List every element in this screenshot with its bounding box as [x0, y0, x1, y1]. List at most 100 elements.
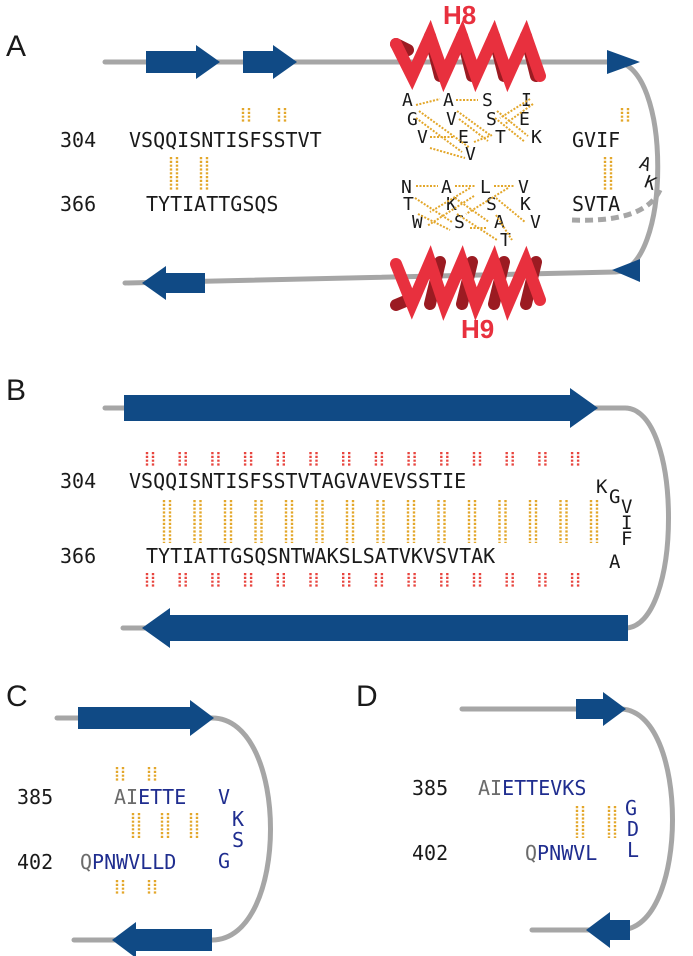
h9-residue: K — [446, 194, 457, 215]
panel-a-backbone-loop — [612, 59, 661, 275]
h9-residue: L — [480, 177, 491, 198]
panel-b-loop-residue: V — [621, 496, 632, 518]
helix-h8-hbonds — [415, 98, 534, 159]
helix-h8-residues: A A S I G V S E V E T K V — [402, 90, 542, 165]
panel-b-loop-residue: G — [609, 486, 620, 508]
panel-a-disordered-loop — [571, 188, 663, 223]
panel-a-strand-sequence-top: VSQQISNTISFSSTVT — [129, 128, 322, 152]
h8-residue: T — [495, 127, 506, 148]
panel-d-seq-bottom-gray: Q — [525, 841, 537, 865]
panel-b-loop-residue: I — [621, 512, 632, 534]
panel-b-loop-residue: K — [596, 476, 608, 498]
panel-a-residue-number-366: 366 — [60, 192, 96, 216]
panel-b-loop-residue: F — [621, 528, 632, 550]
panel-c-hydrogen-bonds — [115, 767, 199, 894]
panel-b-hydrogen-bonds-inner — [162, 500, 599, 543]
panel-c-seq-bottom-blue: PNWVLLD — [92, 850, 176, 874]
h9-residue: K — [520, 194, 531, 215]
panel-d-seq-top-gray: AI — [478, 776, 502, 800]
h8-residue: A — [402, 90, 413, 111]
panel-d: D 385 AIETTEVKS 402 QPNWVL G D L — [356, 680, 675, 948]
panel-a-tail-top-sequence: GVIF — [572, 128, 620, 152]
panel-b-hydrogen-bonds-outer-bottom — [145, 573, 580, 587]
h9-residue: W — [412, 212, 423, 233]
h9-residue: T — [500, 230, 511, 251]
h9-residue: A — [494, 212, 505, 233]
h9-residue: S — [486, 194, 497, 215]
h8-residue: V — [446, 109, 457, 130]
panel-b-loop-residue: A — [609, 551, 621, 573]
panel-b-strand-sequence-top: VSQQISNTISFSSTVTAGVAVEVSSTIE — [129, 469, 466, 493]
h9-residue: A — [441, 177, 452, 198]
panel-a-strand-2-arrow — [243, 45, 297, 79]
h8-residue: V — [465, 144, 476, 165]
h8-residue: A — [443, 90, 454, 111]
panel-c-strand-sequence-top: AIETTE — [114, 785, 186, 809]
panel-c-strand-sequence-bottom: QPNWVLLD — [80, 850, 176, 874]
panel-b-strand-top-arrow — [124, 388, 598, 428]
panel-c-loop-residue: S — [232, 828, 244, 852]
h8-residue: S — [482, 90, 493, 111]
helix-h9-icon — [390, 245, 546, 321]
panel-a: A H8 H9 304 VSQQISNTISFSSTVT 366 TYTIATT… — [6, 0, 663, 344]
h9-residue: T — [403, 194, 414, 215]
h8-residue: E — [519, 109, 530, 130]
panel-d-hydrogen-bonds — [575, 806, 617, 838]
h9-residue: V — [518, 177, 529, 198]
panel-c-loop-residue: K — [232, 807, 244, 831]
panel-a-hydrogen-bonds — [169, 108, 630, 190]
h8-residue: E — [458, 127, 469, 148]
panel-d-strand-sequence-bottom: QPNWVL — [525, 841, 597, 865]
panel-d-loop-residue: D — [627, 817, 639, 841]
panel-d-seq-top-blue: ETTEVKS — [502, 776, 586, 800]
panel-b-strand-sequence-bottom: TYTIATTGSQSNTWAKSLSATVKVSVTAK — [146, 544, 495, 568]
h8-residue: G — [407, 109, 418, 130]
panel-c-residue-number-385: 385 — [17, 785, 53, 809]
panel-d-backbone-loop — [617, 706, 675, 933]
helix-h9-hbonds — [414, 185, 526, 241]
panel-d-loop-residue: G — [625, 796, 637, 820]
panel-b-residue-number-366: 366 — [60, 544, 96, 568]
panel-d-residue-number-385: 385 — [412, 776, 448, 800]
panel-d-strand-top-arrow — [576, 692, 626, 726]
panel-a-letter: A — [6, 30, 26, 63]
panel-d-strand-bottom-arrow — [586, 912, 630, 948]
panel-a-strand-5-arrow — [142, 266, 205, 300]
panel-c-backbone-loop — [209, 715, 273, 943]
panel-d-letter: D — [356, 680, 378, 713]
h8-residue: K — [531, 127, 542, 148]
h9-residue: N — [401, 177, 412, 198]
panel-d-seq-bottom-blue: PNWVL — [537, 841, 597, 865]
panel-c-loop-residue: G — [218, 849, 230, 873]
h8-residue: V — [417, 127, 428, 148]
panel-d-residue-number-402: 402 — [412, 841, 448, 865]
helix-h9-label: H9 — [461, 314, 494, 344]
panel-d-strand-sequence-top: AIETTEVKS — [478, 776, 586, 800]
panel-c-letter: C — [6, 680, 28, 713]
panel-a-strand-1-arrow — [146, 45, 220, 79]
panel-a-tail-bottom-sequence: SVTA — [572, 192, 620, 216]
panel-c-seq-top-blue: ETTE — [138, 785, 186, 809]
panel-c: C 385 AIETTE 402 QPNWVLLD V K S G — [6, 680, 273, 956]
helix-h8-label: H8 — [443, 0, 476, 30]
helix-h9-residues: N A L V T K S K W S A V T — [401, 177, 541, 251]
panel-c-seq-top-gray: AI — [114, 785, 138, 809]
panel-b: B 304 VSQQISNTISFSSTVTAGVAVEVSSTIE 366 T… — [6, 374, 671, 648]
panel-b-strand-bottom-arrow — [142, 608, 628, 648]
panel-a-strand-3-arrow — [607, 50, 640, 74]
h8-residue: S — [486, 109, 497, 130]
panel-c-loop-residue: V — [218, 785, 230, 809]
panel-d-loop-residue: L — [627, 838, 639, 862]
panel-c-strand-bottom-arrow — [112, 922, 212, 956]
panel-a-strand-4-arrow — [612, 259, 640, 282]
helix-h8-icon — [390, 19, 546, 93]
panel-b-hydrogen-bonds-outer-top — [145, 452, 580, 466]
panel-a-strand-sequence-bottom: TYTIATTGSQS — [146, 192, 278, 216]
h9-residue: V — [530, 212, 541, 233]
panel-c-residue-number-402: 402 — [17, 850, 53, 874]
panel-c-strand-top-arrow — [78, 700, 214, 736]
panel-b-residue-number-304: 304 — [60, 469, 96, 493]
panel-c-seq-bottom-gray: Q — [80, 850, 92, 874]
panel-b-backbone-loop — [622, 405, 671, 631]
